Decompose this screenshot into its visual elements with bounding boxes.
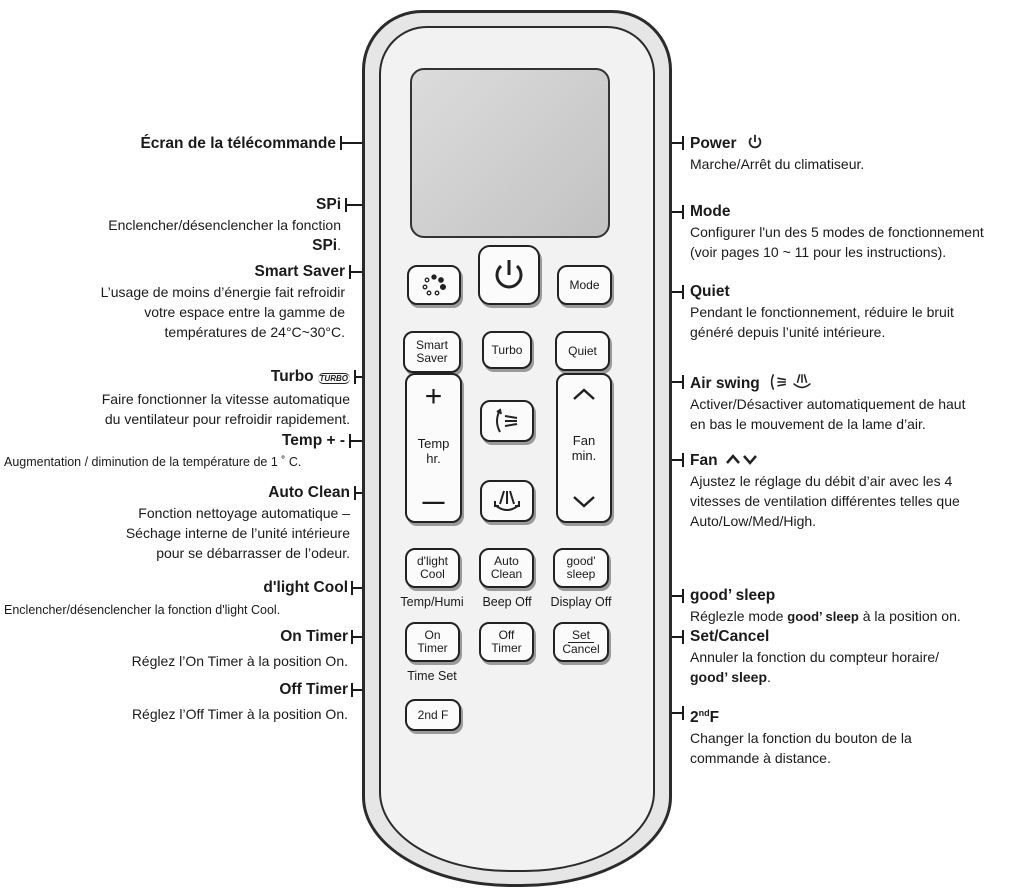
quiet-button[interactable]: Quiet [555, 331, 610, 371]
remote-screen [410, 68, 610, 238]
power-button[interactable] [478, 245, 540, 305]
spi-button[interactable] [407, 265, 461, 305]
spi-label: SPi Enclencher/désenclencher la fonction… [108, 196, 341, 254]
temp-minus[interactable]: — [422, 489, 445, 514]
fan-arrows-icon [726, 454, 758, 465]
chevron-down-icon[interactable] [571, 495, 597, 509]
temp-label: Temp hr. [417, 436, 450, 466]
power-icon [495, 260, 523, 289]
fan-label-callout: Fan Ajustez le réglage du débit d’air av… [690, 452, 960, 529]
mode-button[interactable]: Mode [557, 265, 612, 305]
mode-label: Mode Configurer l'un des 5 modes de fonc… [690, 203, 984, 260]
auto-clean-label: Auto Clean Fonction nettoyage automatiqu… [125, 484, 350, 561]
off-timer-button[interactable]: Off Timer [479, 622, 534, 662]
smart-saver-button[interactable]: Smart Saver [403, 331, 461, 373]
time-set-label: Time Set [407, 669, 457, 683]
temp-desc: Augmentation / diminution de la températ… [4, 455, 302, 469]
temp-rocker[interactable]: + Temp hr. — [405, 373, 462, 523]
horizontal-swing-button[interactable] [480, 480, 534, 522]
turbo-label: Turbo TURBO Faire fonctionner la vitesse… [101, 368, 350, 427]
smart-saver-label: Smart Saver L’usage de moins d’énergie f… [100, 263, 345, 340]
horizontal-swing-icon [494, 490, 520, 511]
second-function-button[interactable]: 2nd F [405, 699, 461, 731]
on-timer-label: On Timer Réglez l’On Timer à la position… [131, 628, 348, 669]
power-label: Power Marche/Arrêt du climatiseur. [690, 134, 865, 172]
fan-rocker[interactable]: Fan min. [556, 373, 612, 523]
auto-clean-button[interactable]: Auto Clean [479, 548, 534, 588]
set-cancel-label: Set/Cancel Annuler la fonction du compte… [690, 628, 940, 685]
off-timer-label: Off Timer Réglez l’Off Timer à la positi… [131, 681, 348, 722]
screen-label: Écran de la télécommande [140, 135, 336, 152]
power-icon [749, 134, 762, 149]
air-swing-icon [770, 373, 811, 391]
second-f-label: 2ndF Changer la fonction du bouton de la… [690, 708, 912, 767]
quiet-label: Quiet Pendant le fonctionnement, réduire… [690, 283, 954, 340]
on-timer-button[interactable]: On Timer [405, 622, 460, 662]
good-sleep-label: good’ sleep Réglezle mode good’ sleep à … [690, 587, 961, 624]
turbo-button[interactable]: Turbo [482, 331, 532, 369]
chevron-up-icon[interactable] [571, 387, 597, 401]
dlight-label: d'light Cool [263, 579, 348, 596]
dlight-desc: Enclencher/désenclencher la fonction d'l… [4, 603, 281, 617]
vertical-swing-icon [496, 408, 518, 433]
set-cancel-button[interactable]: Set Cancel [553, 622, 609, 662]
air-swing-label: Air swing Activer/Désactiver automatique… [690, 372, 1030, 434]
dlight-cool-button[interactable]: d'light Cool [405, 548, 460, 588]
temp-humi-label: Temp/Humi [400, 595, 464, 609]
temp-label-callout: Temp + - [281, 432, 345, 449]
spi-icon [422, 274, 447, 296]
vertical-swing-button[interactable] [480, 400, 534, 442]
temp-plus[interactable]: + [424, 380, 443, 413]
fan-label: Fan min. [571, 433, 597, 463]
beep-off-label: Beep Off [482, 595, 532, 609]
good-sleep-button[interactable]: good' sleep [553, 548, 609, 588]
display-off-label: Display Off [550, 595, 612, 609]
turbo-icon: TURBO [317, 373, 350, 384]
